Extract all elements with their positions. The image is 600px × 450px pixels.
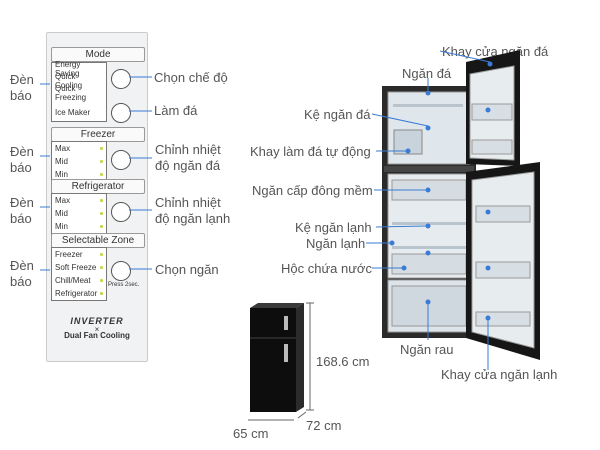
refrigerator-temp-button[interactable] xyxy=(111,202,131,222)
freezer-row-max: Max xyxy=(55,144,71,153)
fridge-connector-lines xyxy=(366,50,491,370)
ke-ngan-lanh-label: Kệ ngăn lạnh xyxy=(295,220,372,235)
mode-box: Energy Saving Quick Cooling Quick Freezi… xyxy=(51,60,107,122)
freezer-box: Max Mid Min xyxy=(51,141,107,183)
ngan-da-label: Ngăn đá xyxy=(402,66,452,81)
height-dimension-label: 168.6 cm xyxy=(316,354,370,369)
dual-fan-logo: Dual Fan Cooling xyxy=(64,331,130,340)
panel-connector-lines xyxy=(40,76,152,271)
den-bao-label-2: Đèn báo xyxy=(10,144,34,175)
freezer-row-min: Min xyxy=(55,170,68,179)
control-panel: Mode Energy Saving Quick Cooling Quick F… xyxy=(46,32,148,362)
den-bao-label-1: Đèn báo xyxy=(10,72,34,103)
zone-row-refrigerator: Refrigerator xyxy=(55,289,98,298)
ngan-cap-dong-mem-label: Ngăn cấp đông mềm xyxy=(252,183,373,198)
den-bao-label-3: Đèn báo xyxy=(10,195,34,226)
freezer-temp-button[interactable] xyxy=(111,150,131,170)
ice-maker-button[interactable] xyxy=(111,103,131,123)
zone-select-button[interactable] xyxy=(111,261,131,281)
width-dimension-label: 65 cm xyxy=(233,426,269,441)
indicator-led xyxy=(100,279,103,282)
ke-ngan-da-label: Kệ ngăn đá xyxy=(304,107,371,122)
indicator-led xyxy=(100,199,103,202)
closed-fridge-drawing xyxy=(250,303,304,412)
khay-cua-ngan-da-label: Khay cửa ngăn đá xyxy=(442,44,549,59)
zone-row-chill-meat: Chill/Meat xyxy=(55,276,91,285)
indicator-led xyxy=(100,160,103,163)
khay-lam-da-label: Khay làm đá tự động xyxy=(250,144,371,159)
chon-ngan-label: Chọn ngăn xyxy=(155,262,219,277)
chinh-nhiet-ngan-da-label: Chỉnh nhiệt độ ngăn đá xyxy=(155,142,221,173)
dimension-lines xyxy=(248,302,314,421)
ngan-lanh-label: Ngăn lạnh xyxy=(306,236,366,251)
mode-select-button[interactable] xyxy=(111,69,131,89)
hoc-chua-nuoc-label: Hộc chứa nước xyxy=(281,261,372,276)
mode-row-quick-cooling: Quick Cooling xyxy=(55,72,83,90)
mode-title: Mode xyxy=(51,47,145,62)
inverter-logo: INVERTER xyxy=(70,316,124,326)
mode-row-quick-freezing: Quick Freezing xyxy=(55,84,87,102)
depth-dimension-label: 72 cm xyxy=(306,418,342,433)
zone-row-freezer: Freezer xyxy=(55,250,83,259)
indicator-led xyxy=(100,147,103,150)
mode-row-ice-maker: Ice Maker xyxy=(55,108,91,117)
logo-x: × xyxy=(94,325,100,334)
khay-cua-ngan-lanh-label: Khay cửa ngăn lạnh xyxy=(441,367,558,382)
fridge-row-mid: Mid xyxy=(55,209,68,218)
zone-row-soft-freeze: Soft Freeze xyxy=(55,263,97,272)
chon-che-do-label: Chọn chế độ xyxy=(154,70,228,85)
fridge-row-min: Min xyxy=(55,222,68,231)
chinh-nhiet-ngan-lanh-label: Chỉnh nhiệt độ ngăn lạnh xyxy=(155,195,231,226)
indicator-led xyxy=(100,225,103,228)
indicator-led xyxy=(100,253,103,256)
indicator-led xyxy=(100,292,103,295)
mode-row-energy: Energy Saving xyxy=(55,60,81,78)
indicator-led xyxy=(100,173,103,176)
refrigerator-box: Max Mid Min xyxy=(51,193,107,235)
zone-box: Freezer Soft Freeze Chill/Meat Refrigera… xyxy=(51,247,107,301)
fridge-row-max: Max xyxy=(55,196,71,205)
indicator-led xyxy=(100,212,103,215)
press-note: Press 2sec. xyxy=(108,282,140,288)
den-bao-label-4: Đèn báo xyxy=(10,258,34,289)
open-fridge-drawing xyxy=(382,50,540,360)
ngan-rau-label: Ngăn rau xyxy=(400,342,454,357)
indicator-led xyxy=(100,266,103,269)
freezer-row-mid: Mid xyxy=(55,157,68,166)
lam-da-label: Làm đá xyxy=(154,103,198,118)
